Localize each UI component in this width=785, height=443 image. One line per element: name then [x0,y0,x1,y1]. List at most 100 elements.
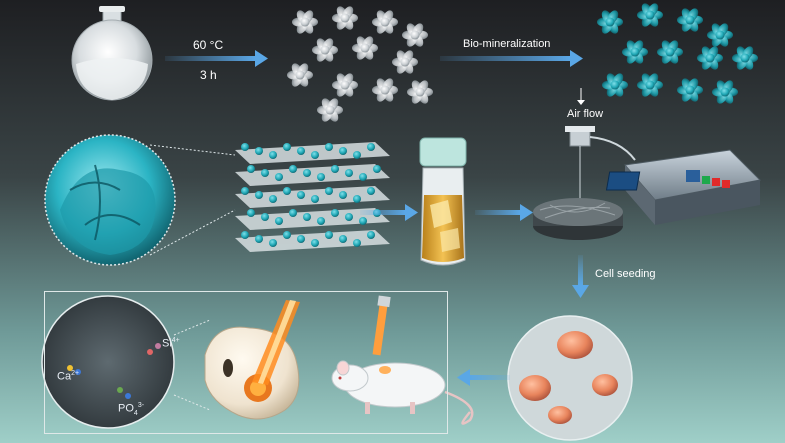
mineral-bead [345,213,353,221]
layered-nanosheets [235,142,390,252]
grey-particle [292,10,318,34]
air-flow-arrow [577,88,585,105]
mineral-bead [275,217,283,225]
teal-particle [677,8,703,32]
teal-particle [657,40,683,64]
mineral-bead [317,173,325,181]
mineral-bead [317,217,325,225]
mineral-bead [325,187,333,195]
mineral-bead [289,209,297,217]
grey-particle [332,6,358,30]
mineral-bead [311,195,319,203]
mineral-bead [289,165,297,173]
mineral-bead [297,147,305,155]
mineral-bead [241,231,249,239]
mineral-bead [241,143,249,151]
laser-beam [252,300,300,385]
mineral-bead [255,191,263,199]
cells-on-fibers-closeup [489,308,655,443]
mineral-bead [373,165,381,173]
nanosheet-layer [235,164,390,186]
grey-particle [392,50,418,74]
grey-particle [332,73,358,97]
syringe-pump-device [605,149,762,225]
mineral-particle-closeup [44,134,236,266]
mineral-bead [325,231,333,239]
mineral-bead [275,173,283,181]
teal-particle [597,10,623,34]
teal-particle [712,80,738,104]
teal-particle [637,3,663,27]
mineral-bead [269,151,277,159]
mineral-bead [247,165,255,173]
mineral-bead [359,173,367,181]
mineral-bead [367,231,375,239]
grey-particle [317,98,343,122]
ion-ca-label: Ca2+ [57,370,80,383]
mineral-bead [269,239,277,247]
ion-si-label: Si4+ [162,337,180,350]
teal-particle [707,23,733,47]
mineral-bead [297,235,305,243]
mineral-bead [353,195,361,203]
mineral-bead [325,143,333,151]
teal-particle [637,73,663,97]
teal-particles [597,3,758,104]
mineral-bead [339,147,347,155]
inset-frame [44,291,448,434]
grey-particle [352,36,378,60]
electrospinning-nozzle [565,126,636,205]
nanosheet-layer [235,208,390,230]
mineral-bead [303,213,311,221]
electrospun-fiber-mat [533,198,623,240]
mineral-bead [331,209,339,217]
laser-emitter-mouse [372,295,391,356]
mineral-bead [241,187,249,195]
grey-particle [372,10,398,34]
cell-seeding-label: Cell seeding [595,268,656,280]
bone-repair-inset [26,295,211,429]
time-label: 3 h [200,68,217,82]
mineral-bead [345,169,353,177]
air-flow-label: Air flow [567,108,604,120]
mineral-bead [269,195,277,203]
round-bottom-flask [71,6,153,101]
mineral-bead [255,147,263,155]
arrow-heat [165,50,268,67]
mineral-bead [303,169,311,177]
mineral-bead [247,209,255,217]
grey-particles [287,6,433,122]
vial [419,137,467,266]
grey-particle [312,38,338,62]
arrow-cell-seeding [572,255,589,298]
arrow-to-fiber-mat [475,204,533,221]
mineral-bead [339,235,347,243]
arrow-to-vial [360,204,418,221]
mineral-bead [367,143,375,151]
mineral-bead [283,187,291,195]
mineral-bead [353,151,361,159]
teal-particle [602,73,628,97]
mineral-bead [353,239,361,247]
mineral-bead [331,165,339,173]
grey-particle [402,23,428,47]
mineral-bead [311,239,319,247]
mineral-bead [261,213,269,221]
grey-particle [372,78,398,102]
mineral-bead [367,187,375,195]
mineral-bead [297,191,305,199]
mouse [331,360,474,425]
mineral-bead [283,143,291,151]
teal-particle [677,78,703,102]
grey-particle [407,80,433,104]
mineral-bead [261,169,269,177]
biomineralization-label: Bio-mineralization [463,38,551,50]
teal-particle [622,40,648,64]
mineral-bead [283,231,291,239]
grey-particle [287,63,313,87]
mineral-bead [255,235,263,243]
ion-po4-label: PO43- [118,402,145,417]
mineral-bead [339,191,347,199]
